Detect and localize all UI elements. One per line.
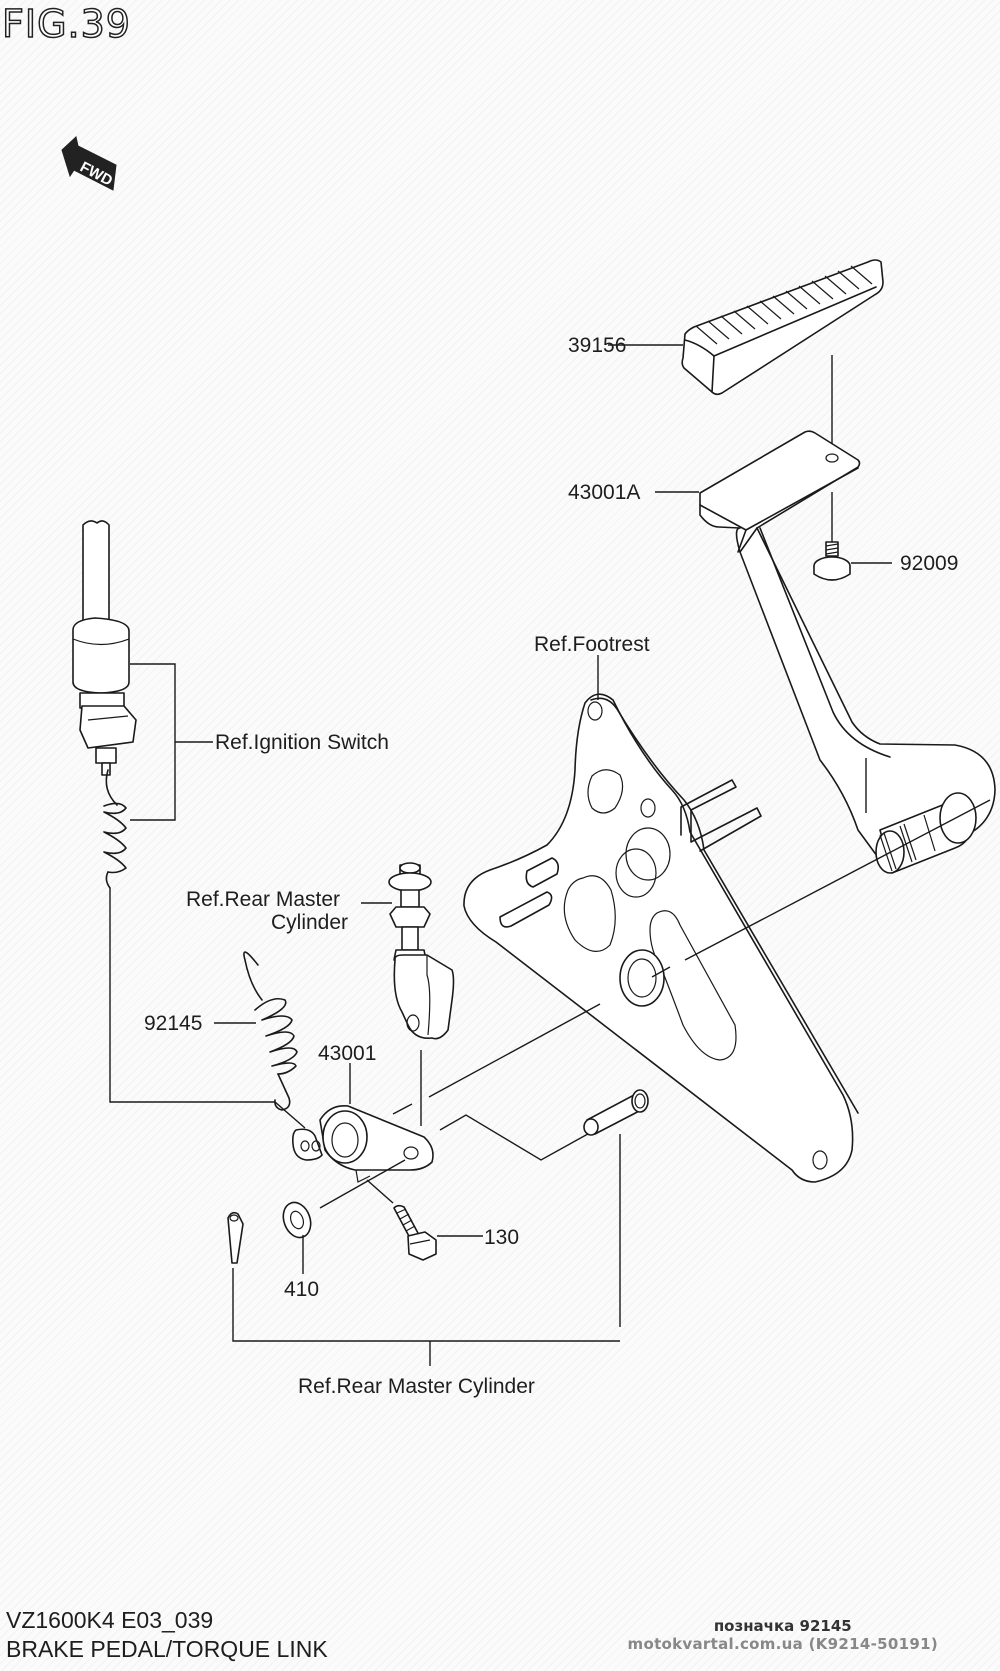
washer-part[interactable] [279,1199,316,1242]
callout-ref-ignition-switch: Ref.Ignition Switch [215,731,389,754]
callout-43001: 43001 [318,1042,376,1065]
pedal-rubber-part[interactable] [681,259,884,396]
return-spring-part[interactable] [243,951,298,1111]
watermark-block: позначка 92145 motokvartal.com.ua (K9214… [628,1617,938,1653]
callout-410: 410 [284,1278,319,1301]
callout-ref-footrest: Ref.Footrest [534,633,650,656]
callout-ref-rear-master-line2: Cylinder [271,911,348,934]
figure-caption: VZ1600K4 E03_039 BRAKE PEDAL/TORQUE LINK [6,1606,328,1664]
footrest-bracket-part[interactable] [463,693,859,1183]
figure-title: FIG.39 [1,1,131,47]
callout-43001a: 43001A [568,481,640,504]
callout-ref-rear-master-bottom: Ref.Rear Master Cylinder [298,1375,535,1398]
callout-92145: 92145 [144,1012,202,1035]
section-name: BRAKE PEDAL/TORQUE LINK [6,1636,328,1662]
bolt-part[interactable] [393,1204,437,1261]
model-code: VZ1600K4 E03_039 [6,1607,214,1633]
cotter-pin-part[interactable] [227,1211,244,1264]
callout-130: 130 [484,1226,519,1249]
callout-39156: 39156 [568,334,626,357]
pedal-arm-part[interactable] [699,430,996,874]
fwd-arrow-icon: FWD [61,136,117,191]
part-note: позначка 92145 [713,1617,852,1635]
pedal-screw-part[interactable] [813,541,851,581]
callout-92009: 92009 [900,552,958,575]
torque-link-part[interactable] [292,1104,434,1183]
clevis-pin-part[interactable] [583,1089,649,1136]
brake-light-switch-part[interactable] [72,520,137,776]
master-cylinder-rod-part[interactable] [388,862,455,1040]
site-watermark: motokvartal.com.ua (K9214-50191) [627,1635,938,1653]
switch-spring-part[interactable] [103,769,127,889]
callout-ref-rear-master-line1: Ref.Rear Master [186,888,340,911]
